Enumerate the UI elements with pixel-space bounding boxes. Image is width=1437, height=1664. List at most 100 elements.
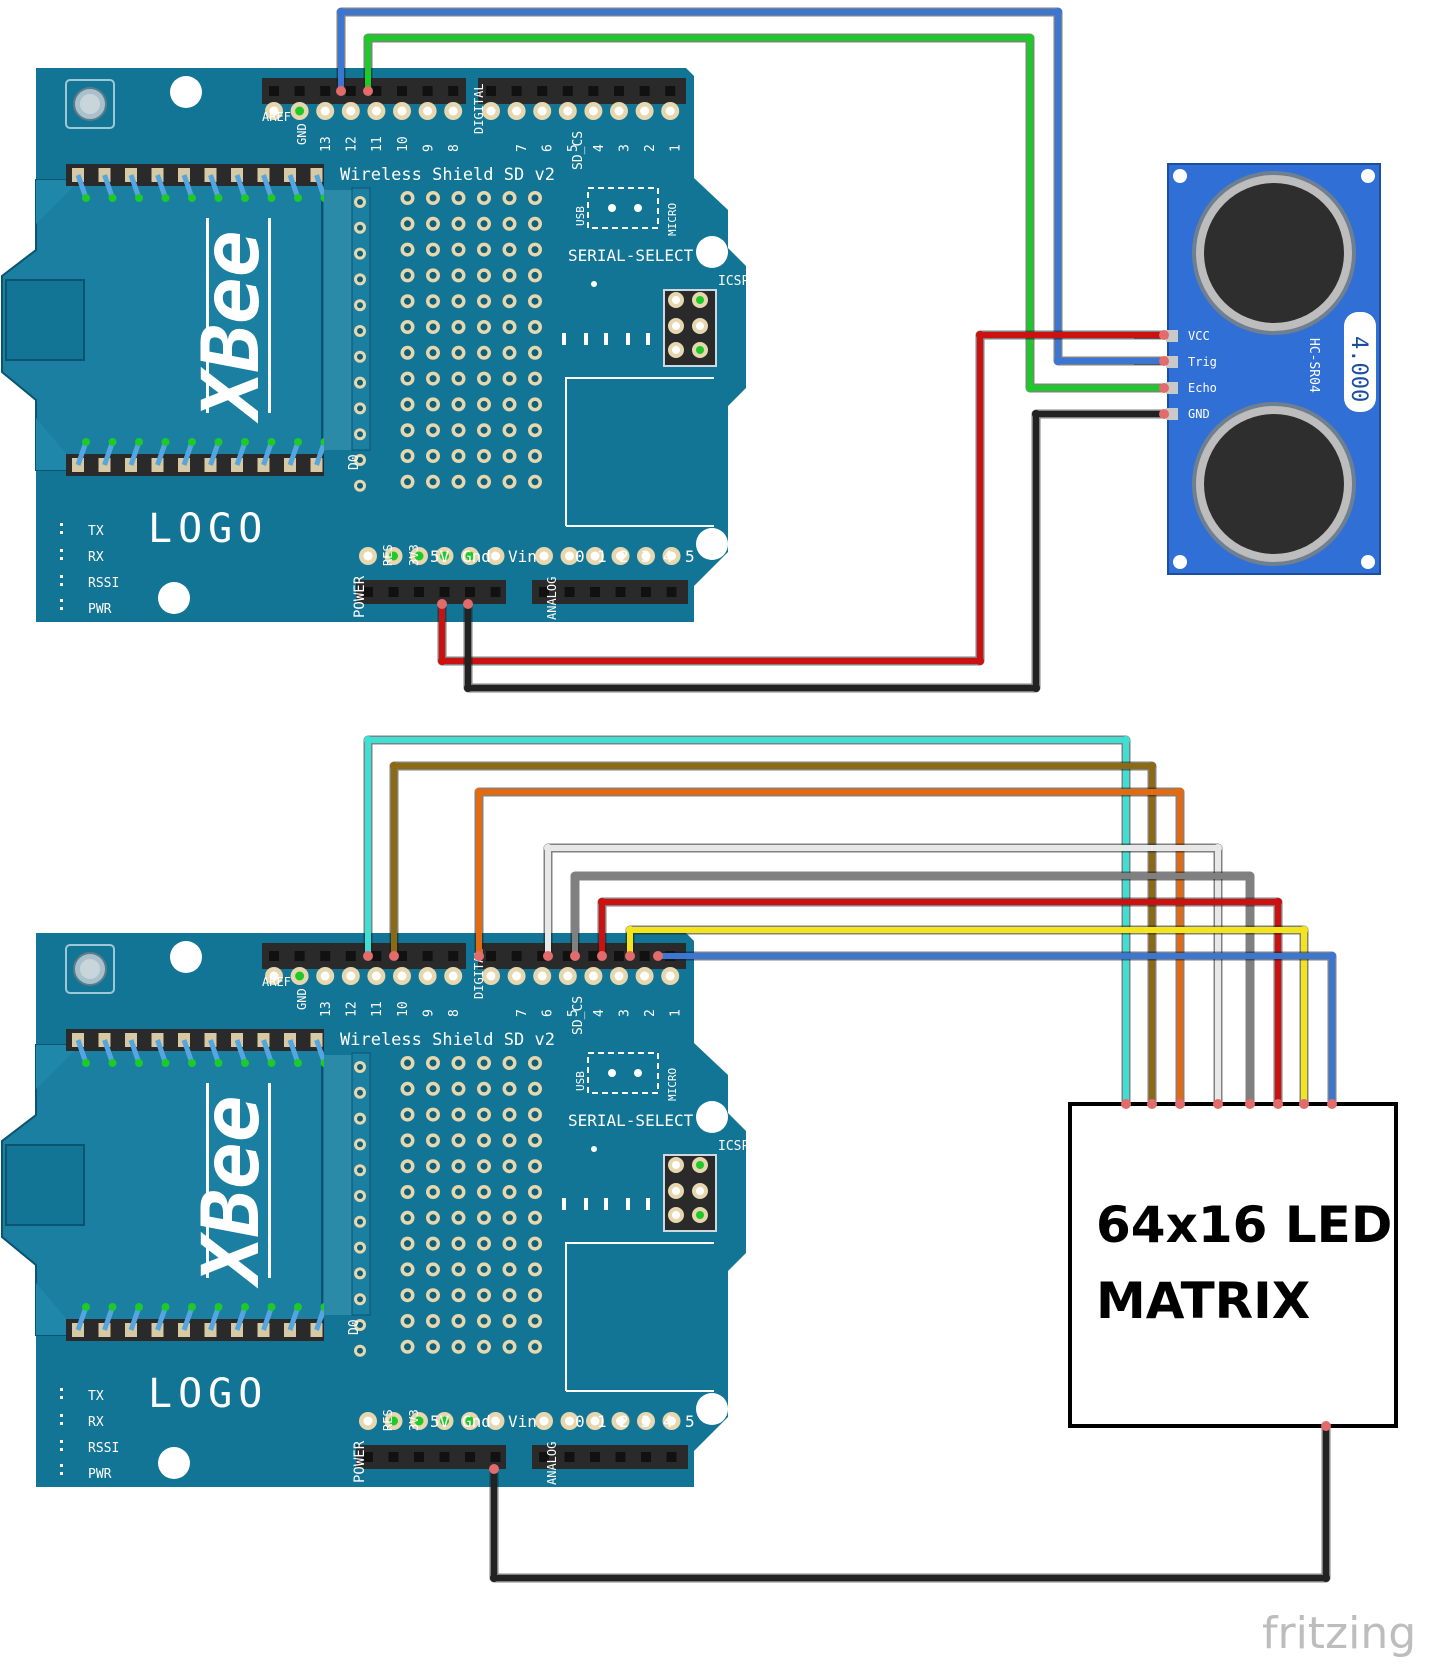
power-pin-gnd: Gnd xyxy=(462,547,491,566)
digital-pin-label: 2 xyxy=(643,144,658,152)
digital-pin-label: 13 xyxy=(319,136,334,152)
digital-pin-label: 0 xyxy=(694,1009,709,1017)
digital-pin-label: 1 xyxy=(669,1009,684,1017)
digital-pin-label: 12 xyxy=(345,136,360,152)
digital-pin-label: 12 xyxy=(345,1001,360,1017)
pin-aref-label: AREF xyxy=(262,975,291,989)
xbee-brand: XBee xyxy=(187,1095,277,1289)
analog-pin-label: 1 xyxy=(597,547,607,566)
digital-pin-label: 13 xyxy=(319,1001,334,1017)
led-label: PWR xyxy=(88,602,112,617)
wire-matrix-brown xyxy=(391,763,1155,1107)
fritzing-logo: fritzing xyxy=(1262,1608,1416,1659)
led-label: TX xyxy=(88,1389,104,1404)
wire-matrix-gnd xyxy=(491,1423,1329,1581)
micro-label: MICRO xyxy=(666,1068,679,1101)
xbee-d0-label: D0 xyxy=(347,454,362,470)
digital-pin-label: 9 xyxy=(421,144,436,152)
analog-pin-label: 4 xyxy=(663,547,673,566)
digital-pin-label: 4 xyxy=(592,1009,607,1017)
digital-pin-label: 11 xyxy=(370,136,385,152)
usb-label: USB xyxy=(574,1071,587,1091)
serial-select-label: SERIAL-SELECT xyxy=(568,246,694,265)
wires xyxy=(336,7,1337,1583)
digital-pin-label: 6 xyxy=(541,1009,556,1017)
digital-pin-label: 0 xyxy=(694,144,709,152)
power-pin-3v3: 3V3 xyxy=(407,544,421,566)
wire-matrix-blue xyxy=(655,953,1335,1107)
sd-cs-label: SD_CS xyxy=(571,131,586,170)
analog-pin-label: 3 xyxy=(641,547,651,566)
analog-pin-label: 3 xyxy=(641,1412,651,1431)
led-label: TX xyxy=(88,524,104,539)
board-name: Wireless Shield SD v2 xyxy=(340,1030,555,1050)
digital-pin-label: 7 xyxy=(515,144,530,152)
analog-pin-label: 0 xyxy=(575,547,585,566)
power-label: POWER xyxy=(352,575,368,618)
icsp-label: ICSP xyxy=(718,1139,749,1154)
power-pin-3v3: 3V3 xyxy=(407,1409,421,1431)
led-matrix: 64x16 LED MATRIX xyxy=(1068,1102,1398,1428)
digital-pin-label: 8 xyxy=(447,1009,462,1017)
led-matrix-title-line1: 64x16 LED xyxy=(1096,1196,1392,1254)
analog-pin-label: 4 xyxy=(663,1412,673,1431)
led-label: RX xyxy=(88,550,104,565)
digital-pin-label: 1 xyxy=(669,144,684,152)
pin-gnd-label: GND xyxy=(295,988,309,1010)
board-logo: LOGO xyxy=(148,506,268,552)
digital-pin-label: 9 xyxy=(421,1009,436,1017)
digital-pin-label: 3 xyxy=(617,1009,632,1017)
board-logo: LOGO xyxy=(148,1371,268,1417)
analog-label: ANALOG xyxy=(545,1442,559,1485)
power-pin-5v: 5V xyxy=(430,547,450,566)
ultrasonic-sensor: VCC Trig Echo GND HC-SR04 4.000 xyxy=(1134,163,1381,575)
digital-pin-label: 7 xyxy=(515,1009,530,1017)
digital-pin-label: 5 xyxy=(566,1009,581,1017)
led-matrix-title-line2: MATRIX xyxy=(1096,1272,1310,1330)
wire-matrix-red xyxy=(599,899,1281,1107)
power-pin-gnd: Gnd xyxy=(462,1412,491,1431)
digital-label: DIGITAL xyxy=(472,83,486,134)
digital-pin-label: 2 xyxy=(643,1009,658,1017)
xbee-d0-label: D0 xyxy=(347,1319,362,1335)
digital-pin-label: 10 xyxy=(396,1001,411,1017)
pin-aref-label: AREF xyxy=(262,110,291,124)
power-label: POWER xyxy=(352,1440,368,1483)
analog-pin-label: 5 xyxy=(685,547,695,566)
analog-label: ANALOG xyxy=(545,577,559,620)
digital-pin-label: 11 xyxy=(370,1001,385,1017)
wire-matrix-cyan xyxy=(365,737,1129,1107)
sensor-pin-trig: Trig xyxy=(1188,355,1217,369)
usb-label: USB xyxy=(574,206,587,226)
digital-pin-label: 3 xyxy=(617,144,632,152)
digital-pin-label: 10 xyxy=(396,136,411,152)
xbee-brand: XBee xyxy=(187,230,277,424)
power-pin-vin: Vin xyxy=(508,547,537,566)
analog-pin-label: 5 xyxy=(685,1412,695,1431)
digital-pin-label: 5 xyxy=(566,144,581,152)
power-pin-res: RES xyxy=(381,1409,395,1431)
sensor-pin-gnd: GND xyxy=(1188,407,1210,421)
analog-pin-label: 2 xyxy=(619,547,629,566)
sensor-pin-echo: Echo xyxy=(1188,381,1217,395)
analog-pin-label: 0 xyxy=(575,1412,585,1431)
pin-gnd-label: GND xyxy=(295,123,309,145)
wire-matrix-white xyxy=(545,845,1221,1107)
analog-pin-label: 1 xyxy=(597,1412,607,1431)
digital-pin-label: 4 xyxy=(592,144,607,152)
power-pin-5v: 5V xyxy=(430,1412,450,1431)
micro-label: MICRO xyxy=(666,203,679,236)
led-label: RX xyxy=(88,1415,104,1430)
power-pin-res: RES xyxy=(381,544,395,566)
serial-select-label: SERIAL-SELECT xyxy=(568,1111,694,1130)
led-label: PWR xyxy=(88,1467,112,1482)
led-label: RSSI xyxy=(88,576,119,591)
wire-matrix-orange xyxy=(476,789,1183,1107)
wire-matrix-yellow xyxy=(627,927,1307,1107)
sd-cs-label: SD_CS xyxy=(571,996,586,1035)
sensor-crystal-label: 4.000 xyxy=(1346,336,1371,402)
power-pin-vin: Vin xyxy=(508,1412,537,1431)
